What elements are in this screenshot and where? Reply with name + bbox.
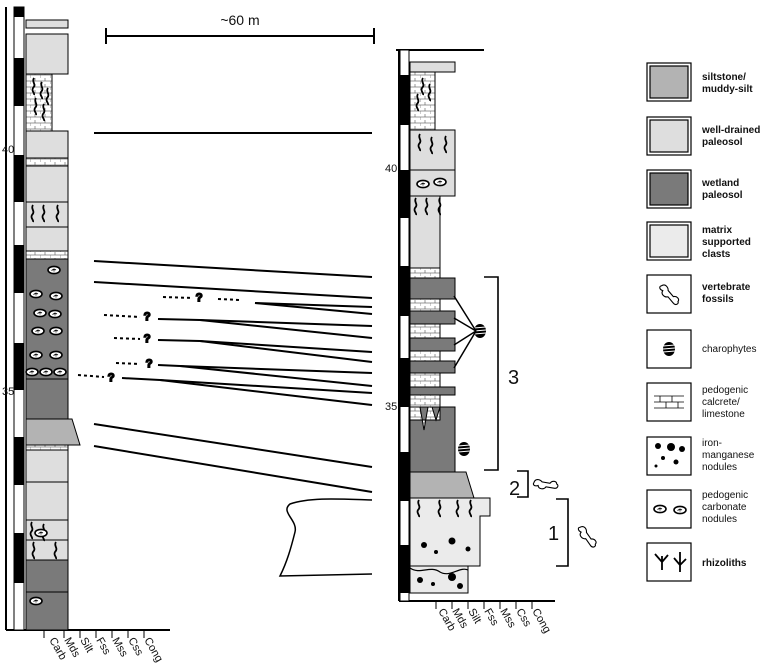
legend-label-carbonate: carbonate [702, 502, 747, 513]
legend-label-charophytes: charophytes [702, 344, 756, 355]
legend-label-siltstone: siltstone/ [702, 72, 746, 83]
charophyte-pointer [453, 295, 477, 369]
scale-bar-label: ~60 m [220, 12, 259, 28]
legend-label-vertebrate: fossils [702, 294, 734, 305]
unit-label-2: 2 [509, 478, 520, 500]
right-grain-axis: Carb Mds Silt Fss Mss Css Cong [435, 601, 553, 635]
left-height-40: 40 [2, 144, 14, 156]
right-axis-mss: Mss [497, 607, 518, 631]
legend-label-carbonate: pedogenic [702, 490, 748, 501]
legend-label-matrix: supported [702, 237, 751, 248]
left-section: 40 35 Carb Mds Silt Fss Mss Css Cong [2, 6, 170, 664]
left-axis-mss: Mss [109, 636, 130, 660]
legend-label-matrix: matrix [702, 225, 732, 236]
left-axis-css: Css [125, 636, 145, 659]
legend-label-rhizoliths: rhizoliths [702, 558, 747, 569]
right-axis-fss: Fss [481, 607, 501, 629]
left-grain-axis: Carb Mds Silt Fss Mss Css Cong [43, 630, 165, 664]
calcrete-icon [654, 395, 684, 409]
legend-label-calcrete: pedogenic [702, 385, 748, 396]
channel-outline [278, 498, 373, 577]
right-section: 3 2 1 40 35 Carb Mds Silt Fss Mss Css Co… [385, 49, 602, 635]
uncertain-mark: ? [196, 292, 202, 304]
right-height-35: 35 [385, 401, 397, 413]
legend-label-fe-mn: iron- [702, 438, 722, 449]
charophyte-icon [662, 341, 676, 357]
legend-swatches [646, 62, 692, 582]
right-scale-bar [399, 49, 410, 602]
legend-label-calcrete: limestone [702, 409, 745, 420]
right-charophytes [457, 323, 487, 457]
left-scale-bar [13, 6, 25, 631]
legend-label-wetland: wetland [701, 178, 739, 189]
right-fe-mn-nodules [417, 537, 471, 589]
legend-label-calcrete: calcrete/ [702, 397, 740, 408]
uncertain-mark: ? [108, 372, 114, 384]
legend-label-fe-mn: nodules [702, 462, 737, 473]
unit-label-3: 3 [508, 367, 519, 389]
uncertain-mark: ? [144, 311, 150, 323]
uncertain-mark: ? [146, 358, 152, 370]
legend-label-matrix: clasts [702, 249, 731, 260]
unit-brackets [484, 276, 569, 567]
unit-label-1: 1 [548, 523, 559, 545]
legend-label-fe-mn: manganese [702, 450, 755, 461]
legend-label-carbonate: nodules [702, 514, 737, 525]
svg-text:charophytes: charophytes [702, 344, 756, 355]
horizontal-scale-bar: ~60 m [105, 12, 375, 44]
legend-label-wetland: paleosol [702, 190, 743, 201]
nodules-icon [654, 443, 685, 468]
left-axis-fss: Fss [93, 636, 113, 658]
correlation-lines: ? ? ? ? ? [77, 132, 373, 493]
uncertain-mark: ? [144, 333, 150, 345]
legend-label-siltstone: muddy-silt [702, 84, 753, 95]
legend-label-well-drained: well-drained [701, 125, 760, 136]
right-height-40: 40 [385, 163, 397, 175]
right-axis-css: Css [513, 607, 533, 630]
rhizolith-icon [654, 552, 687, 572]
svg-text:siltstone/muddy-silt: siltstone/muddy-silt [702, 72, 753, 95]
left-height-35: 35 [2, 386, 14, 398]
legend-label-well-drained: paleosol [702, 137, 743, 148]
svg-text:rhizoliths: rhizoliths [702, 558, 747, 569]
right-fossils [531, 472, 602, 549]
legend-label-vertebrate: vertebrate [702, 282, 751, 293]
left-beds [25, 19, 81, 631]
